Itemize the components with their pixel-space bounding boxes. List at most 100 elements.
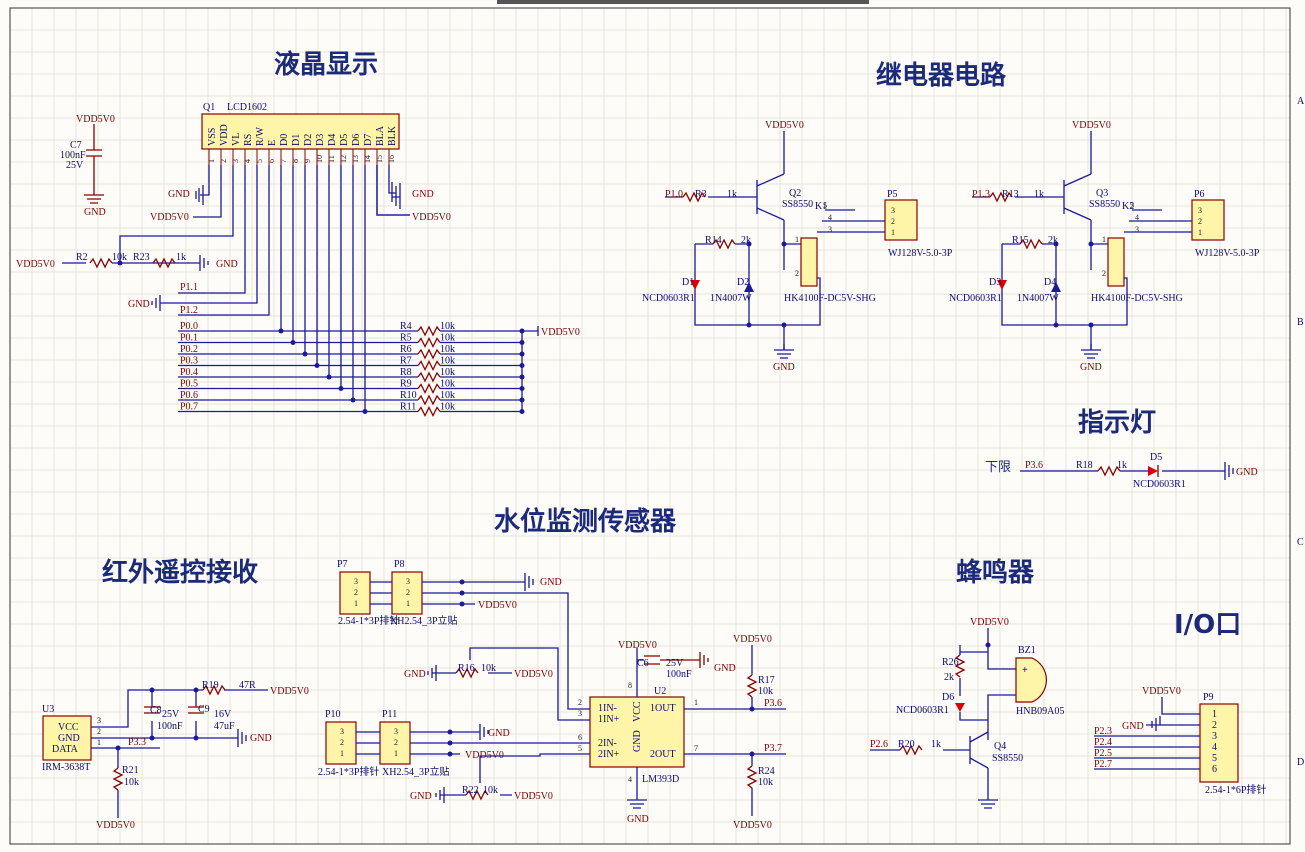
d6-led[interactable]	[955, 703, 965, 712]
d5-led[interactable]	[1148, 466, 1158, 476]
u2-vdd: VDD5V0	[618, 640, 657, 651]
r16-name: R16	[458, 663, 475, 674]
r20-name: R20	[898, 739, 915, 750]
pullup-name-3: R7	[400, 356, 412, 367]
lcd-module[interactable]	[201, 113, 400, 150]
p11-header-pin-1: 1	[394, 749, 398, 758]
r16-pot[interactable]	[455, 667, 479, 679]
relay2-led-part: NCD0603R1	[949, 293, 1002, 304]
c9-value: 47uF	[214, 721, 235, 732]
q4-transistor[interactable]	[870, 731, 998, 809]
r16-value: 10k	[481, 663, 496, 674]
p8-header-pin-2: 2	[406, 588, 410, 597]
relay-pin-2: 2	[795, 269, 799, 278]
ir-data-wire	[91, 747, 160, 818]
relay1-diode[interactable]	[744, 282, 754, 292]
p10-header[interactable]	[325, 721, 357, 765]
data-net-6: P0.6	[180, 390, 198, 401]
junction	[117, 260, 123, 266]
r21-resistor[interactable]	[112, 767, 124, 791]
p7-header-pin-1: 1	[354, 599, 358, 608]
relay-pin-5: 5	[1130, 201, 1134, 210]
pullup-resistor-7[interactable]	[417, 406, 441, 417]
c7-capacitor[interactable]	[86, 124, 102, 195]
c8-c9-capacitors[interactable]	[144, 706, 204, 714]
relay2-coil[interactable]	[1107, 237, 1125, 287]
row-labels: A B C D	[1297, 96, 1305, 768]
bus-line-7	[178, 165, 522, 413]
relay2-led-resistor[interactable]	[1019, 238, 1043, 250]
pullup-resistor-5[interactable]	[417, 383, 441, 394]
p9-connector[interactable]	[1199, 703, 1239, 783]
p9-pin-2: 2	[1212, 720, 1217, 731]
relay1-led-part: NCD0603R1	[642, 293, 695, 304]
c8-value: 100nF	[157, 721, 183, 732]
terminal-pin-1: 1	[891, 228, 895, 237]
svg-text:+: +	[1022, 665, 1028, 676]
pullup-resistor-6[interactable]	[417, 394, 441, 406]
ir-gnd-symbol	[237, 729, 247, 747]
r18-resistor[interactable]	[1097, 465, 1121, 477]
io-section: VDD5V0 GND P2.3 P2.4 P2.5 P2.7 P9 123456…	[1094, 686, 1266, 796]
relay1-led-resistor[interactable]	[712, 238, 736, 250]
r19-resistor[interactable]	[202, 684, 226, 696]
lcd-pin-num-8: 9	[303, 159, 312, 163]
p8-header[interactable]	[391, 571, 423, 615]
relay1-base-resistor[interactable]	[682, 191, 706, 203]
pullup-resistor-1[interactable]	[417, 337, 441, 348]
bla-wire	[376, 165, 410, 216]
lcd-pin-10: D4	[327, 134, 338, 146]
p10-header-pin-3: 3	[340, 727, 344, 736]
c8-voltage: 25V	[162, 709, 180, 720]
r17-value: 10k	[758, 686, 773, 697]
r20-resistor[interactable]	[899, 744, 923, 756]
d6-name: D6	[942, 692, 954, 703]
pullup-resistor-3[interactable]	[417, 360, 441, 371]
relay1-coil[interactable]	[800, 237, 818, 287]
pullup-resistor-0[interactable]	[417, 325, 441, 337]
d5-gnd-label: GND	[1236, 467, 1258, 478]
vdd-label: VDD5V0	[150, 212, 189, 223]
ir-net: P3.3	[128, 737, 146, 748]
p8-vdd: VDD5V0	[478, 600, 517, 611]
r23-resistor[interactable]	[152, 257, 176, 269]
data-net-1: P0.1	[180, 333, 198, 344]
p10-part: 2.54-1*3P排针	[318, 765, 379, 778]
relay2-terminal[interactable]	[1191, 199, 1225, 241]
pullup-name-1: R5	[400, 333, 412, 344]
relay-pin-2: 2	[1102, 269, 1106, 278]
bla-vdd-label: VDD5V0	[412, 212, 451, 223]
r23-name: R23	[133, 252, 150, 263]
r16-wires	[427, 647, 590, 721]
d5-name: D5	[1150, 452, 1162, 463]
r2-name: R2	[76, 252, 88, 263]
bz-vdd-label: VDD5V0	[970, 617, 1009, 628]
r2-resistor[interactable]	[89, 257, 113, 269]
r17-resistor[interactable]	[746, 674, 758, 698]
pullup-resistor-2[interactable]	[417, 348, 441, 360]
c6-name: C6	[637, 658, 649, 669]
relay1-terminal[interactable]	[884, 199, 918, 241]
relay2-diode[interactable]	[1051, 282, 1061, 292]
bus-line-6	[178, 165, 522, 401]
c6-capacitor[interactable]	[644, 652, 709, 668]
relay1-led[interactable]	[690, 280, 700, 290]
pullup-resistor-4[interactable]	[417, 371, 441, 383]
relay2-led[interactable]	[997, 280, 1007, 290]
u3-pin-data: DATA	[52, 744, 79, 755]
relay2-net: P1.3	[972, 189, 990, 200]
r22-wires	[435, 753, 590, 803]
title-strip	[497, 0, 869, 4]
u2-lm393[interactable]	[589, 696, 685, 768]
terminal-pin-2: 2	[891, 217, 895, 226]
lcd-pin-num-13: 14	[363, 155, 372, 163]
lcd-section: Q1 LCD1602 VSS1VDD2VL3RS4R/W5E6D07D18D29…	[16, 102, 580, 417]
r24-resistor[interactable]	[746, 765, 758, 789]
r22-pot[interactable]	[465, 789, 489, 801]
relay2-base-resistor[interactable]	[989, 191, 1013, 203]
bz1-buzzer[interactable]	[1015, 657, 1048, 703]
pullup-value-1: 10k	[440, 333, 455, 344]
lcd-pin-2: VL	[231, 133, 242, 146]
pullup-value-5: 10k	[440, 379, 455, 390]
r26-resistor[interactable]	[954, 654, 966, 678]
